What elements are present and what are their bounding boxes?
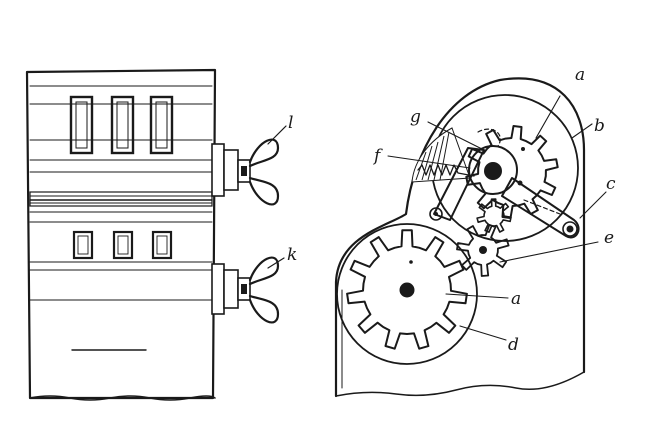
label-k: k <box>287 245 297 265</box>
label-f: f <box>372 146 383 166</box>
upper-drum-lines <box>29 85 213 173</box>
leader-l <box>267 125 287 145</box>
counter-housing-view: l k <box>25 68 297 401</box>
label-e: e <box>604 228 614 248</box>
gear-a-lower <box>346 229 468 350</box>
label-a-upper: a <box>575 65 585 85</box>
gear-a-lower-shaft <box>399 282 415 298</box>
gear-a-upper-pin <box>521 147 525 151</box>
lower-number-windows <box>72 230 173 260</box>
leader-lines <box>387 95 607 341</box>
gear-train-view: a b g f c e a d <box>334 65 616 398</box>
spring-f <box>417 164 475 177</box>
gear-housing-outline <box>334 77 586 398</box>
separator-band <box>29 191 213 213</box>
gear-a-lower-pin <box>409 260 413 264</box>
pinion-e <box>456 223 510 277</box>
lower-drum-lines <box>29 221 213 351</box>
idler-gear <box>476 198 512 233</box>
label-d: d <box>508 335 519 355</box>
upper-wing-knob <box>211 138 280 206</box>
gear-a-upper <box>465 125 559 219</box>
label-c: c <box>606 174 616 194</box>
lower-wing-knob <box>211 256 280 324</box>
housing-outline <box>25 68 217 400</box>
upper-number-windows <box>69 95 174 155</box>
housing-bottom-edge <box>29 395 216 401</box>
label-b: b <box>594 116 605 136</box>
disc-d <box>336 223 478 365</box>
label-g: g <box>410 107 421 127</box>
lever-c <box>501 177 580 239</box>
label-a-lower: a <box>511 289 521 309</box>
label-l: l <box>288 113 293 133</box>
leader-k <box>267 257 285 269</box>
pinion-e-hub <box>479 246 487 254</box>
gear-housing-bottom <box>335 371 585 397</box>
